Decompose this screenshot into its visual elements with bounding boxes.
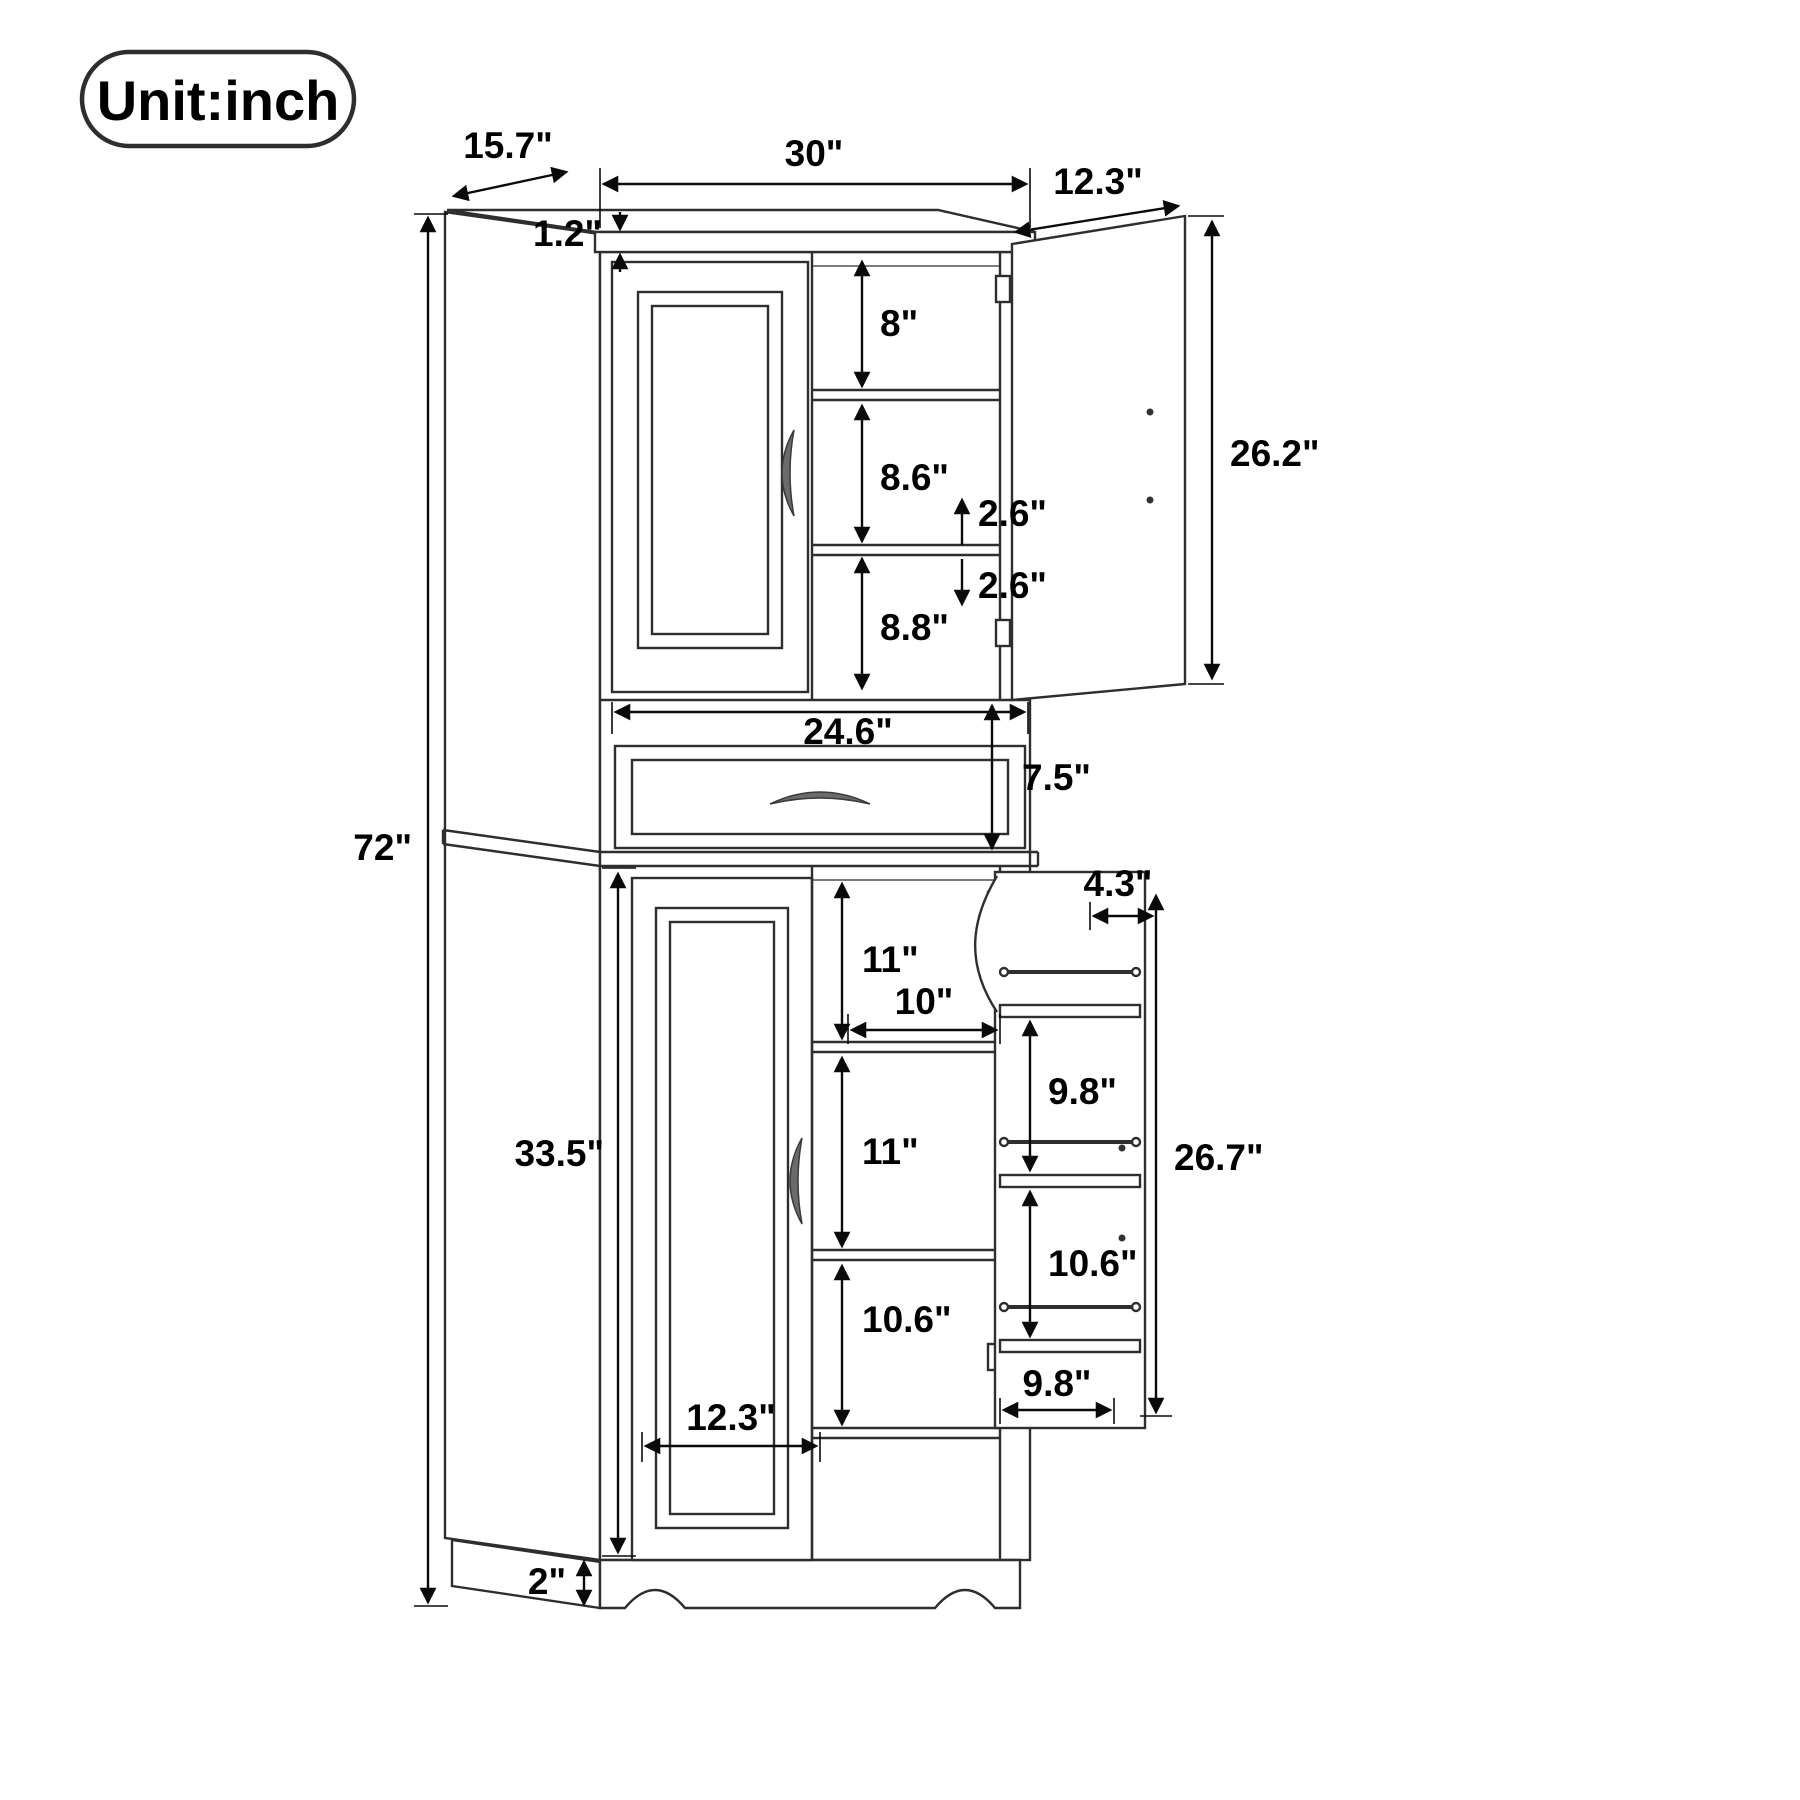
door-hole-dot — [1118, 1234, 1126, 1242]
dim-door-rack-gap-upper: 9.8" — [1021, 1019, 1117, 1173]
dim-label-upper-shelf-2: 8.6" — [880, 457, 949, 498]
drawer-handle — [769, 791, 871, 805]
dim-label-overall-width: 30" — [785, 133, 844, 174]
lower-left-door-panel-outer — [654, 906, 790, 1530]
dim-label-drawer-height: 7.5" — [1022, 757, 1091, 798]
door-rack-side-curve — [973, 875, 999, 1013]
dim-base-height: 2" — [528, 1559, 593, 1607]
dim-lower-door-height: 26.7" — [1140, 893, 1264, 1417]
dimensions: 15.7" 30" 1.2" 12.3" 8" 26.2" — [353, 125, 1320, 1607]
upper-section — [600, 214, 1187, 702]
door-rack-1 — [998, 966, 1142, 1019]
drawer-front-panel — [630, 758, 1010, 836]
dim-lower-shelf-1: 11" — [833, 881, 919, 1041]
dim-lower-shelf-2: 11" — [833, 1055, 919, 1249]
dim-label-drawer-width: 24.6" — [803, 711, 893, 752]
dim-door-rack-width: 9.8" — [999, 1363, 1115, 1424]
upper-door-handle — [781, 429, 795, 517]
dim-label-door-rack-depth: 4.3" — [1084, 863, 1153, 904]
dim-lower-door-width: 12.3" — [641, 1397, 821, 1462]
dim-label-upper-door-height: 26.2" — [1230, 433, 1320, 474]
side-panel — [443, 210, 602, 1562]
dim-label-upper-shelf-3: 8.8" — [880, 607, 949, 648]
upper-hinge-bottom — [994, 618, 1012, 648]
door-hole-dot — [1146, 496, 1154, 504]
dim-label-lower-door-height: 26.7" — [1174, 1137, 1264, 1178]
upper-left-door-panel-inner — [650, 304, 770, 636]
unit-badge-outline — [79, 49, 357, 149]
dim-label-upper-shelf-1: 8" — [880, 303, 918, 344]
dim-label-upper-door-width: 12.3" — [1053, 161, 1143, 202]
base-front — [598, 1558, 1022, 1610]
dim-lower-section-height: 33.5" — [514, 867, 636, 1557]
dim-drawer-width: 24.6" — [611, 702, 1029, 752]
dim-drawer-height: 7.5" — [983, 703, 1091, 851]
dim-label-shelf-adjust-down: 2.6" — [978, 565, 1047, 606]
dim-door-rack-depth: 4.3" — [1084, 863, 1157, 930]
lower-floor — [812, 1426, 1000, 1440]
dim-depth: 15.7" — [451, 125, 569, 202]
lower-door-handle — [789, 1137, 803, 1225]
upper-hinge-top — [994, 274, 1012, 304]
dim-lower-shelf-3: 10.6" — [833, 1263, 952, 1427]
top-board-edge — [593, 230, 1037, 254]
lower-left-door — [630, 876, 814, 1562]
dim-upper-shelf-2: 8.6" — [853, 403, 949, 544]
dim-label-door-rack-width: 9.8" — [1023, 1363, 1092, 1404]
dim-shelf-adjust-down: 2.6" — [953, 559, 1047, 607]
dim-label-lower-shelf-3: 10.6" — [862, 1299, 952, 1340]
lower-shelf-2 — [812, 1248, 1000, 1262]
dim-label-lower-shelf-1: 11" — [862, 939, 919, 980]
dim-label-lower-door-width: 12.3" — [686, 1397, 776, 1438]
upper-open-door — [1010, 214, 1187, 702]
dim-upper-shelf-3: 8.8" — [853, 556, 949, 691]
upper-left-door — [610, 260, 810, 694]
dim-label-door-rack-gap-upper: 9.8" — [1048, 1071, 1117, 1112]
dim-top-thickness: 1.2" — [533, 212, 629, 272]
unit-badge-label: Unit:inch — [97, 69, 340, 132]
door-hole-dot — [1118, 1144, 1126, 1152]
lower-left-door-panel-inner — [668, 920, 776, 1516]
mid-band — [441, 828, 1040, 868]
drawer-section — [441, 744, 1040, 868]
dim-label-depth: 15.7" — [463, 125, 553, 166]
dim-upper-shelf-1: 8" — [853, 259, 918, 389]
dim-door-rack-gap-lower: 10.6" — [1021, 1189, 1138, 1339]
upper-shelf-1 — [812, 388, 1000, 402]
dim-overall-height: 72" — [353, 213, 448, 1607]
dim-label-top-thickness: 1.2" — [533, 213, 602, 254]
dim-label-overall-height: 72" — [353, 827, 412, 868]
unit-badge: Unit:inch — [79, 49, 357, 149]
lower-shelf-1 — [812, 1040, 1000, 1054]
lower-open-door — [973, 870, 1147, 1430]
dim-label-lower-shelf-2: 11" — [862, 1131, 919, 1172]
dim-upper-door-width: 12.3" — [1013, 161, 1181, 239]
door-hole-dot — [1146, 408, 1154, 416]
dim-label-shelf-adjust-up: 2.6" — [978, 493, 1047, 534]
dim-label-lower-section-height: 33.5" — [514, 1133, 604, 1174]
dim-shelf-adjust-up: 2.6" — [953, 493, 1047, 545]
dim-label-lower-opening-width: 10" — [895, 981, 954, 1022]
dim-label-door-rack-gap-lower: 10.6" — [1048, 1243, 1138, 1284]
dim-label-base-height: 2" — [528, 1561, 566, 1602]
upper-shelf-2 — [812, 543, 1000, 557]
dim-lower-opening-width: 10" — [847, 981, 1001, 1044]
dim-upper-door-height: 26.2" — [1188, 215, 1320, 685]
